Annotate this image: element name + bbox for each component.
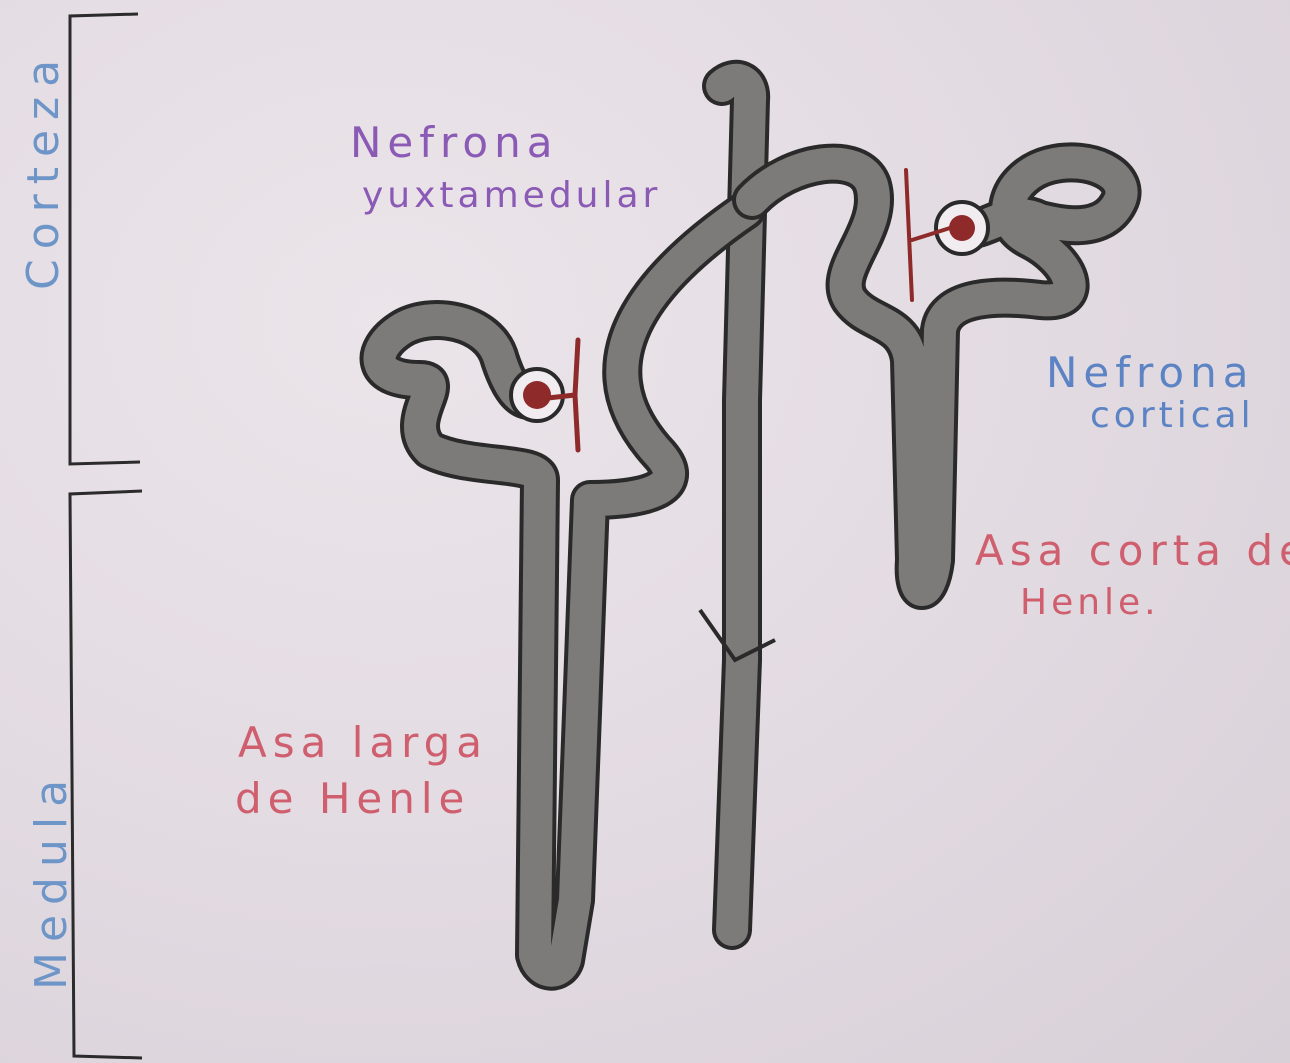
asa-corta-henle-label-line1: Asa corta de xyxy=(975,530,1290,572)
glomerulus-yuxtamedular xyxy=(523,340,578,450)
medula-label: Medula xyxy=(30,770,74,990)
medula-bracket xyxy=(70,491,142,1058)
nefrona-cortical-title: Nefrona xyxy=(1046,352,1254,394)
nefrona-yuxtamedular-subtitle: yuxtamedular xyxy=(362,178,661,214)
nefrona-cortical-subtitle: cortical xyxy=(1090,398,1255,434)
corteza-bracket xyxy=(70,14,140,464)
asa-larga-henle-label-line2: de Henle xyxy=(235,778,470,820)
asa-corta-henle-label-line2: Henle. xyxy=(1020,585,1160,621)
corteza-label: Corteza xyxy=(22,50,66,290)
asa-larga-henle-label-line1: Asa larga xyxy=(238,722,488,764)
nefrona-yuxtamedular-title: Nefrona xyxy=(350,122,558,164)
